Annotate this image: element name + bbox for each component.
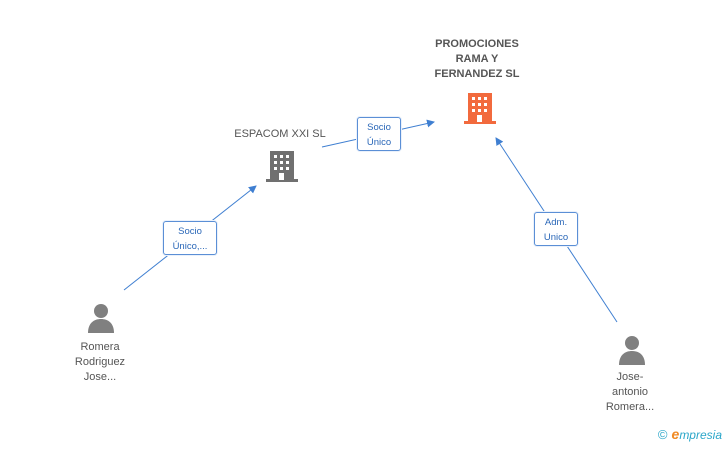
copyright-symbol: ©	[657, 427, 668, 442]
relation-label-line1: Socio	[178, 226, 202, 237]
person-left-label[interactable]: Romera Rodriguez Jose...	[50, 340, 150, 385]
person-left-label-line3: Jose...	[83, 371, 117, 383]
espacom-label[interactable]: ESPACOM XXI SL	[234, 128, 326, 140]
main-company-label-line2: RAMA Y	[455, 53, 499, 65]
brand-e: e	[671, 426, 680, 442]
relation-label-line1: Adm.	[544, 217, 568, 228]
relation-label-espacom-to-main[interactable]: Socio Único	[357, 117, 401, 151]
brand-text: mpresia	[679, 428, 722, 442]
relation-label-line2: Único	[366, 137, 392, 148]
person-right-label-line1: Jose-	[616, 371, 644, 383]
main-company-label-line1: PROMOCIONES	[435, 38, 519, 50]
person-left-label-line2: Rodriguez	[74, 356, 126, 368]
relation-label-right-to-main[interactable]: Adm. Unico	[534, 212, 578, 246]
main-company-label[interactable]: PROMOCIONES RAMA Y FERNANDEZ SL	[412, 37, 542, 82]
building-icon-main[interactable]	[464, 89, 496, 125]
empresia-logo: ©empresia	[658, 426, 722, 442]
relation-label-line2: Único,...	[172, 241, 208, 252]
relation-label-line1: Socio	[367, 122, 391, 133]
building-icon-espacom[interactable]	[266, 147, 298, 183]
person-left-label-line1: Romera	[80, 341, 120, 353]
relation-label-line2: Unico	[543, 232, 569, 243]
person-right-label-line2: antonio	[611, 386, 649, 398]
person-icon-left[interactable]	[86, 302, 116, 334]
person-right-label[interactable]: Jose- antonio Romera...	[580, 370, 680, 415]
relation-label-left-to-espacom[interactable]: Socio Único,...	[163, 221, 217, 255]
person-right-label-line3: Romera...	[605, 401, 655, 413]
main-company-label-line3: FERNANDEZ SL	[434, 68, 520, 80]
person-icon-right[interactable]	[617, 334, 647, 366]
